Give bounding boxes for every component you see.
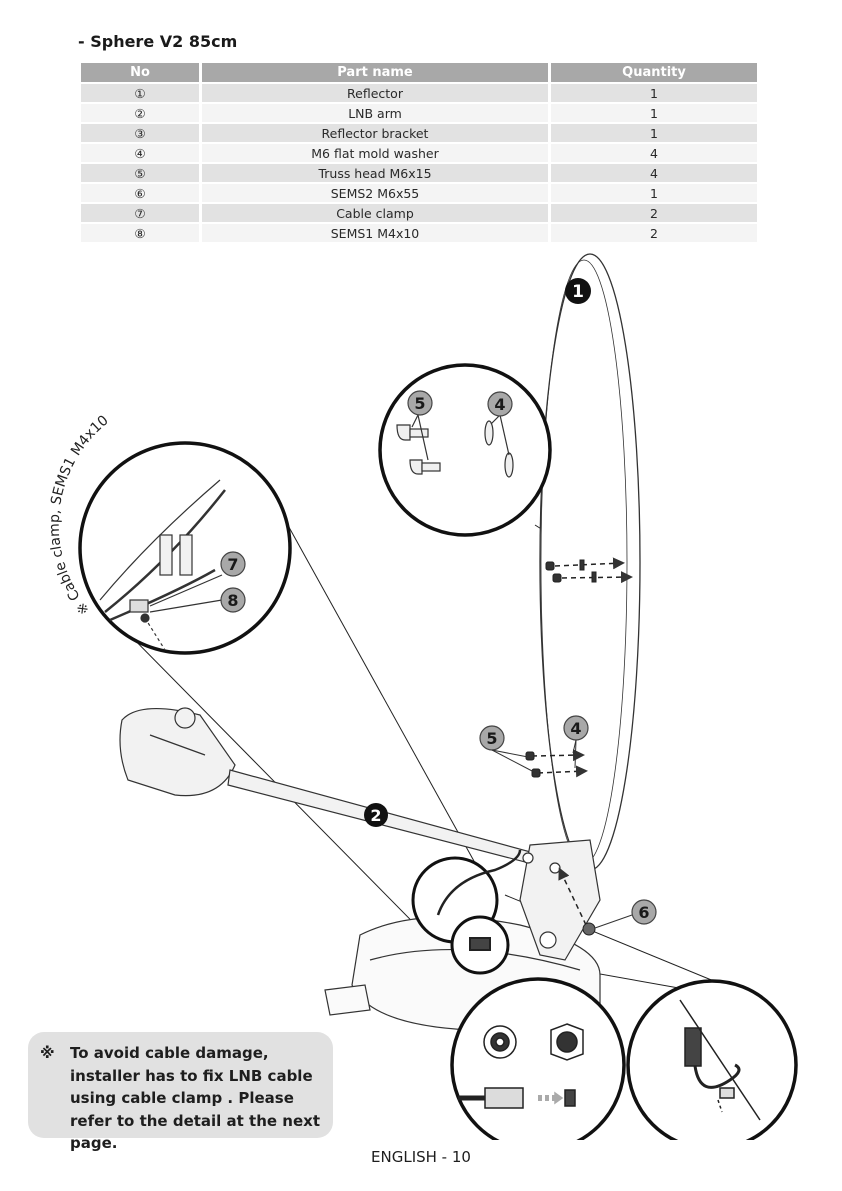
header-quantity: Quantity (551, 63, 757, 82)
arm-clamp-parts (679, 999, 761, 1121)
cell-quantity: 2 (551, 204, 757, 222)
cell-no: ④ (81, 144, 199, 162)
detail-cable-clamp-parts (99, 479, 226, 651)
header-part-name: Part name (202, 63, 548, 82)
cell-quantity: 4 (551, 164, 757, 182)
callout-5-top-label: 5 (414, 394, 425, 413)
cell-quantity: 1 (551, 184, 757, 202)
table-header-row: No Part name Quantity (81, 63, 757, 82)
cell-no: ② (81, 104, 199, 122)
installer-note: ※ To avoid cable damage, installer has t… (28, 1032, 333, 1152)
callout-2: 2 (364, 803, 388, 827)
table-row: ① Reflector 1 (81, 84, 757, 102)
callout-1: 1 (565, 278, 591, 304)
cell-part-name: Reflector bracket (202, 124, 548, 142)
cell-part-name: Cable clamp (202, 204, 548, 222)
cell-quantity: 1 (551, 124, 757, 142)
table-row: ④ M6 flat mold washer 4 (81, 144, 757, 162)
cell-part-name: SEMS1 M4x10 (202, 224, 548, 242)
section-title: - Sphere V2 85cm (78, 32, 238, 51)
callout-7: 7 (220, 551, 246, 577)
cell-part-name: LNB arm (202, 104, 548, 122)
reflector-dish (539, 253, 641, 871)
detail-circle-screws (378, 363, 552, 537)
cell-part-name: Truss head M6x15 (202, 164, 548, 182)
cell-no: ⑦ (81, 204, 199, 222)
cell-quantity: 2 (551, 224, 757, 242)
callout-6-label: 6 (638, 903, 649, 922)
callout-4-bottom: 4 (563, 715, 589, 741)
note-reference-mark: ※ (40, 1044, 55, 1062)
callout-5-top: 5 (407, 390, 433, 416)
cable-route-lines (436, 849, 522, 916)
cell-quantity: 1 (551, 84, 757, 102)
callout-leaders (491, 739, 633, 929)
callout-4-top: 4 (487, 391, 513, 417)
connector-parts (458, 1023, 584, 1109)
reflector-bracket (519, 839, 601, 961)
cell-quantity: 1 (551, 104, 757, 122)
cell-no: ⑥ (81, 184, 199, 202)
cell-part-name: Reflector (202, 84, 548, 102)
screws (525, 559, 597, 936)
assembly-diagram: ※ Cable clamp, SEMS1 M4x10 1 2 5 4 5 4 6… (47, 253, 798, 1140)
lnb-arm (119, 707, 561, 871)
cell-no: ⑤ (81, 164, 199, 182)
callout-2-label: 2 (370, 806, 381, 825)
table-row: ⑥ SEMS2 M6x55 1 (81, 184, 757, 202)
detail-screws-parts (396, 414, 514, 478)
callout-5-bottom: 5 (479, 725, 505, 751)
callout-5-bottom-label: 5 (486, 729, 497, 748)
detail-circle-connector (450, 977, 626, 1140)
note-text: To avoid cable damage, installer has to … (70, 1044, 320, 1152)
callout-1-label: 1 (572, 282, 584, 302)
page-footer: ENGLISH - 10 (371, 1148, 471, 1166)
table-row: ⑦ Cable clamp 2 (81, 204, 757, 222)
callout-8-label: 8 (227, 591, 238, 610)
parts-table: No Part name Quantity ① Reflector 1 ② LN… (78, 61, 760, 244)
callout-8: 8 (220, 587, 246, 613)
callout-6: 6 (631, 899, 657, 925)
table-row: ② LNB arm 1 (81, 104, 757, 122)
callout-7-label: 7 (227, 555, 238, 574)
cell-part-name: M6 flat mold washer (202, 144, 548, 162)
callout-4-top-label: 4 (494, 395, 505, 414)
table-row: ⑤ Truss head M6x15 4 (81, 164, 757, 182)
detail-circle-arm-clamp (626, 979, 798, 1140)
header-no: No (81, 63, 199, 82)
cell-no: ① (81, 84, 199, 102)
cell-quantity: 4 (551, 144, 757, 162)
callout-4-bottom-label: 4 (570, 719, 581, 738)
connector-small (469, 937, 491, 951)
table-row: ③ Reflector bracket 1 (81, 124, 757, 142)
cell-no: ③ (81, 124, 199, 142)
cell-no: ⑧ (81, 224, 199, 242)
table-row: ⑧ SEMS1 M4x10 2 (81, 224, 757, 242)
cell-part-name: SEMS2 M6x55 (202, 184, 548, 202)
